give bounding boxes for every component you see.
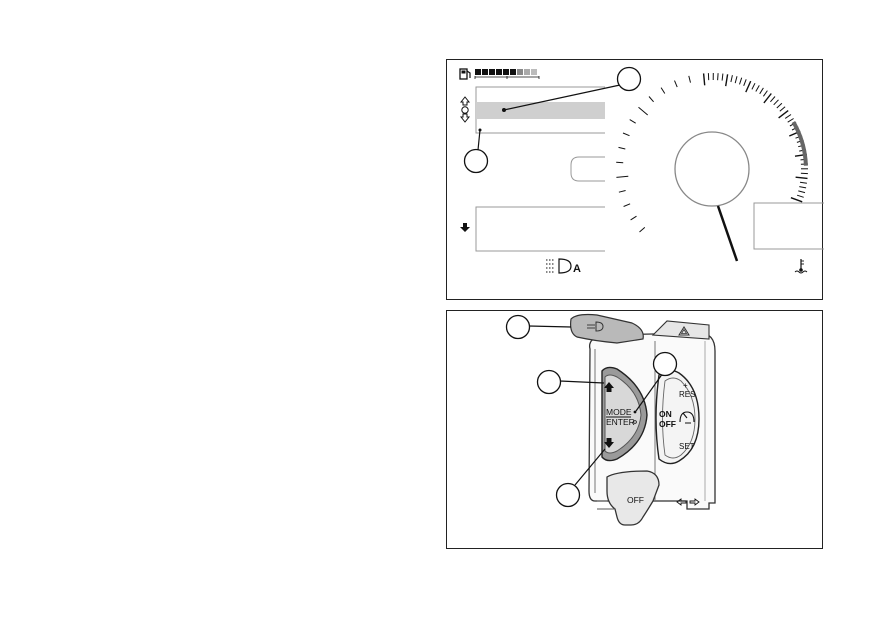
engine-stop-off-label: OFF <box>627 495 644 505</box>
tach-tick <box>791 198 802 202</box>
tach-tick <box>616 162 623 163</box>
tach-tick <box>731 75 733 82</box>
tach-tick <box>639 107 648 115</box>
menu-selected-row <box>476 102 605 119</box>
arrow-down-icon <box>460 223 470 232</box>
tach-tick <box>785 115 791 119</box>
tach-tick <box>752 83 755 89</box>
callout-circle-1 <box>618 68 641 91</box>
tach-tick <box>661 88 665 94</box>
right-info-box <box>754 203 824 249</box>
fuel-pump-icon <box>460 69 470 79</box>
tach-tick <box>796 177 808 178</box>
mode-label: MODE <box>606 407 632 417</box>
callout-line-3 <box>529 326 571 327</box>
flash-trigger[interactable] <box>571 315 644 344</box>
tach-tick <box>619 147 626 149</box>
tach-tick <box>704 73 705 85</box>
tach-tick <box>623 133 630 136</box>
tach-tick <box>799 187 806 188</box>
tach-tick <box>756 85 760 91</box>
res-label[interactable]: RES <box>679 390 695 399</box>
res-plus-label: + <box>683 381 688 390</box>
set-label[interactable]: SET <box>679 442 695 451</box>
tach-tick <box>770 97 775 102</box>
tach-tick <box>800 182 807 183</box>
tach-tick <box>675 81 678 88</box>
tach-tick <box>744 79 747 86</box>
coolant-temperature-icon <box>795 259 807 273</box>
on-label[interactable]: ON <box>659 409 672 419</box>
switch-cube-illustration: MODE ENTER + RES ON OFF SET OFF <box>447 311 824 550</box>
gauge-center-circle <box>675 132 749 206</box>
tach-tick <box>640 227 645 232</box>
callout-circle-5 <box>654 353 677 376</box>
off-label[interactable]: OFF <box>659 419 676 429</box>
tach-tick <box>689 76 691 83</box>
auto-headlight-icon <box>546 259 571 273</box>
info-box <box>476 207 605 251</box>
tachometer-needle <box>718 206 737 261</box>
headlight-mode-label: A <box>573 263 581 275</box>
tach-tick <box>630 120 636 124</box>
tach-tick <box>726 74 728 86</box>
menu-navigation-icons <box>461 97 469 122</box>
tach-tick <box>624 204 631 207</box>
tach-tick <box>798 191 805 193</box>
enter-label: ENTER <box>606 417 635 427</box>
tach-tick <box>788 119 794 123</box>
tach-tick <box>649 97 654 102</box>
tach-tick <box>616 176 628 177</box>
callout-circle-6 <box>557 484 580 507</box>
mode-dot <box>634 411 637 414</box>
callout-circle-3 <box>507 316 530 339</box>
tach-tick <box>619 191 626 193</box>
tachometer-redzone <box>793 122 806 166</box>
tach-tick <box>631 216 637 220</box>
tach-tick <box>735 76 737 83</box>
tach-tick <box>760 88 764 94</box>
tach-tick <box>740 78 742 85</box>
tach-tick <box>797 195 804 197</box>
instrument-display-panel: A <box>446 59 823 300</box>
instrument-display-illustration: A <box>447 60 824 301</box>
callout-circle-4 <box>538 371 561 394</box>
handlebar-switch-panel: MODE ENTER + RES ON OFF SET OFF <box>446 310 823 549</box>
tach-tick <box>774 100 779 105</box>
callout-circle-2 <box>465 150 488 173</box>
tach-tick <box>763 91 767 97</box>
tach-tick <box>722 74 723 81</box>
tach-tick <box>718 73 719 80</box>
fuel-level-bar <box>475 69 539 79</box>
tach-tick <box>777 103 782 108</box>
tach-tick <box>780 107 785 112</box>
tach-tick <box>746 81 751 92</box>
gear-indicator-outline <box>571 157 605 181</box>
